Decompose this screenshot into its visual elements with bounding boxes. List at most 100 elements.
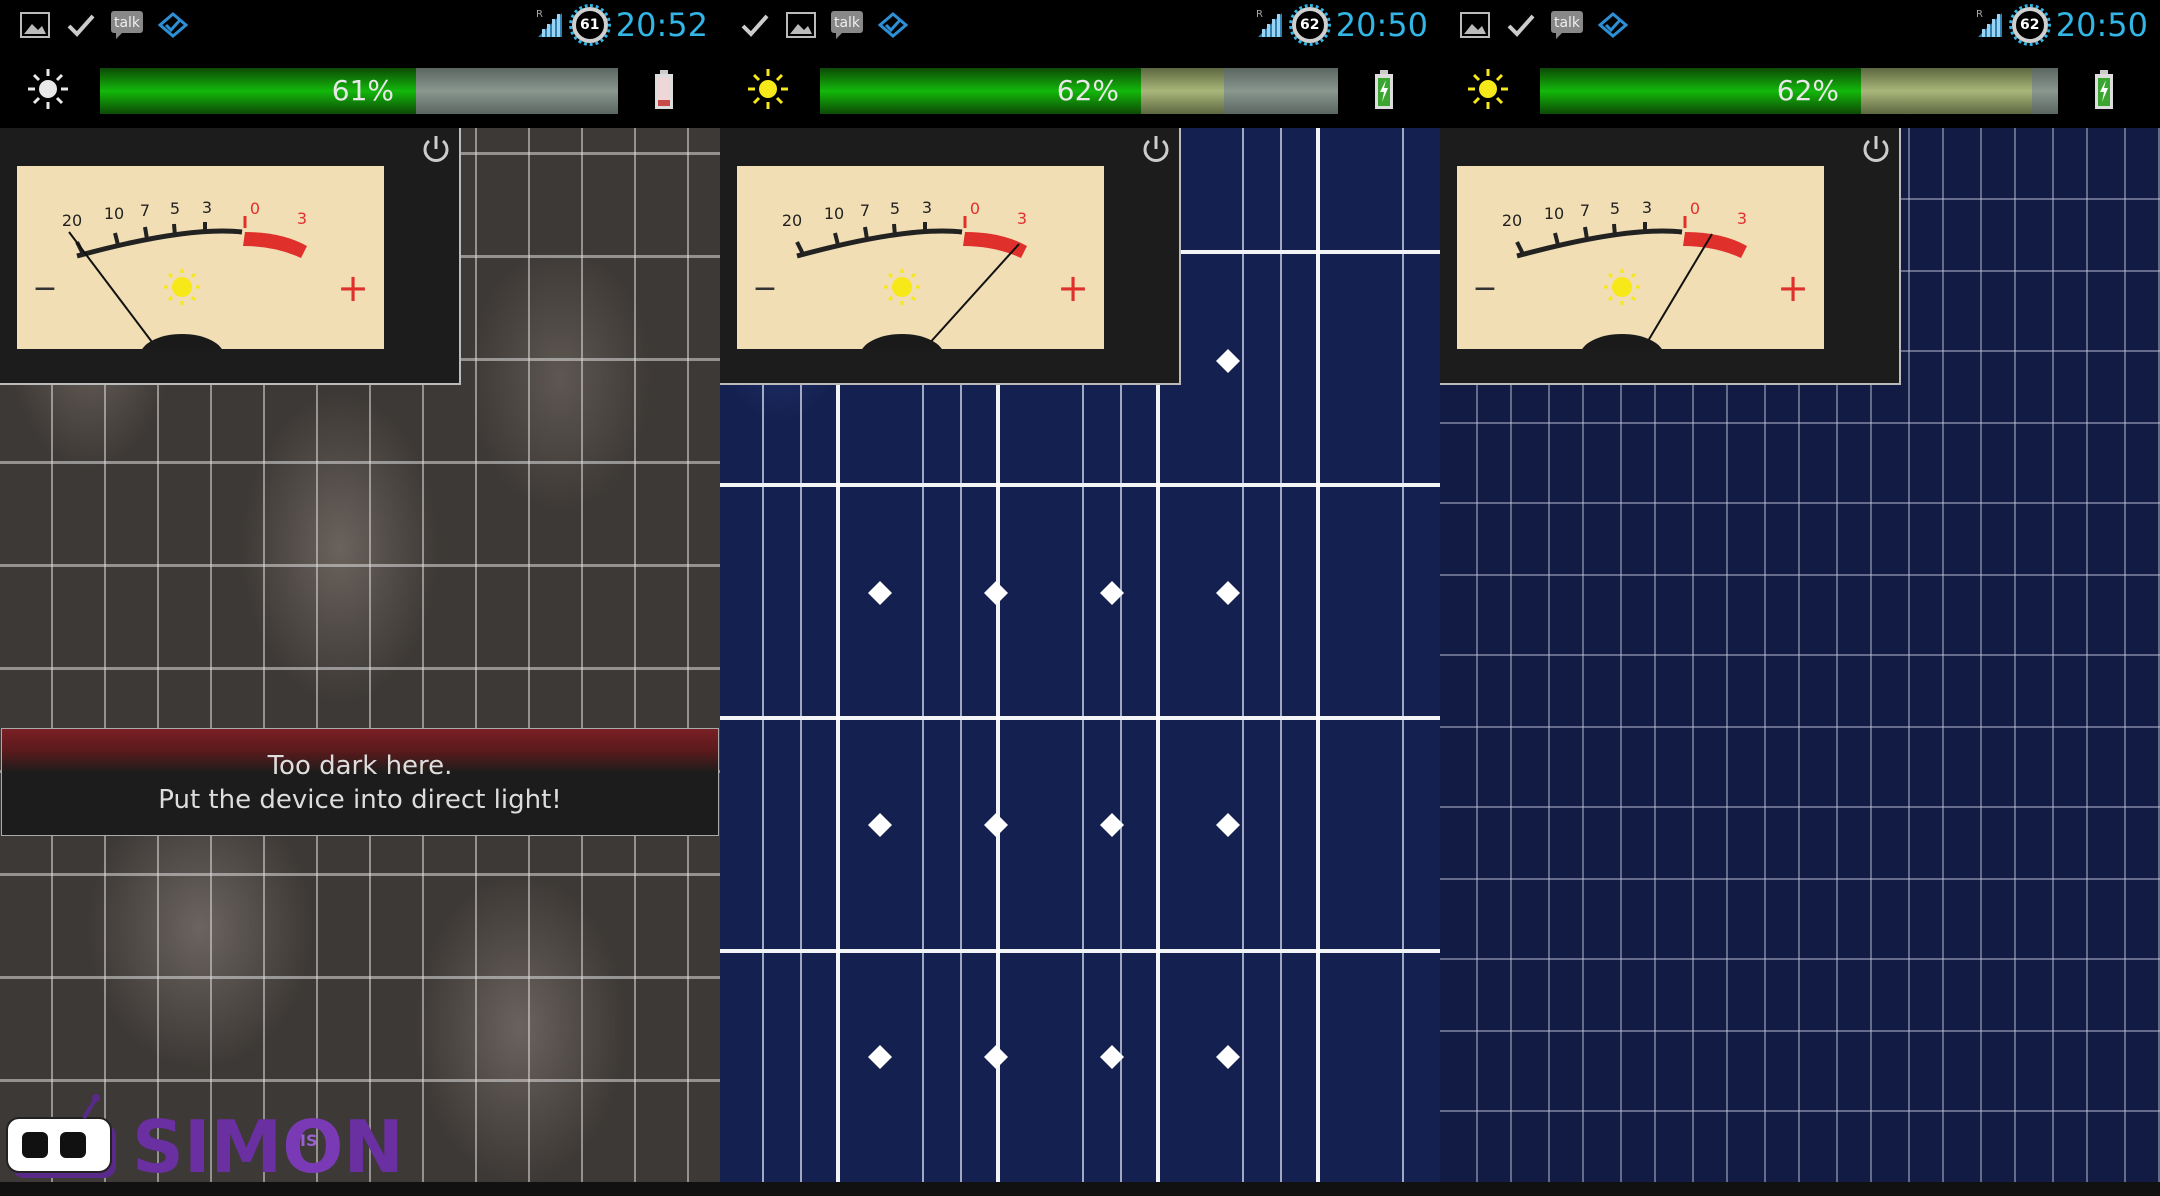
gauge-scale-5: 5 — [1610, 199, 1620, 218]
light-meter-percent: 62% — [1056, 74, 1119, 107]
foursquare-icon — [1596, 10, 1630, 40]
gauge-scale-20: 20 — [782, 211, 802, 230]
gauge-scale-5: 5 — [170, 199, 180, 218]
light-meter-percent: 62% — [1776, 74, 1839, 107]
gauge-needle — [926, 243, 1020, 347]
check-icon — [64, 10, 98, 40]
roaming-letter: R — [536, 9, 543, 20]
talk-label: talk — [834, 15, 861, 31]
gauge-minus: − — [1472, 271, 1497, 306]
gauge-plus: + — [337, 266, 369, 310]
power-icon[interactable] — [419, 132, 453, 166]
gauge-scale-red-0: 0 — [1690, 199, 1700, 218]
battery-level-text: 62 — [2020, 17, 2040, 33]
light-meter-track: 62% — [820, 68, 1338, 114]
gauge-scale-red-3: 3 — [297, 209, 307, 228]
battery-level-text: 62 — [1300, 17, 1320, 33]
gauge-scale-3: 3 — [202, 198, 212, 217]
status-bar: talk R 61 20:52 — [0, 0, 720, 50]
clock: 20:52 — [615, 6, 708, 44]
check-icon — [1504, 10, 1538, 40]
talk-icon: talk — [110, 10, 144, 40]
gauge-scale-20: 20 — [1502, 211, 1522, 230]
battery-icon — [655, 70, 673, 109]
battery-charging-icon — [2095, 70, 2113, 109]
talk-label: talk — [114, 15, 141, 31]
light-meter-fill — [100, 68, 416, 114]
signal-icon: R — [536, 7, 564, 43]
sun-icon — [28, 69, 68, 109]
svg-text:SIMON: SIMON — [132, 1105, 404, 1182]
talk-label: talk — [1554, 15, 1581, 31]
light-level-bar: 62% — [720, 50, 1440, 128]
gauge-scale-10: 10 — [1544, 204, 1564, 223]
gauge-scale-7: 7 — [860, 201, 870, 220]
battery-level-ring: 62 — [2008, 4, 2051, 46]
light-level-bar: 62% — [1440, 50, 2160, 128]
gauge-needle — [1644, 233, 1713, 347]
status-bar: talk R 62 20:50 — [1440, 0, 2160, 50]
vu-gauge-face: 20 10 7 5 3 0 3 − + — [737, 166, 1104, 349]
signal-icon: R — [1976, 7, 2004, 43]
screen-panel-1: talk R 61 20:52 61% — [0, 0, 720, 1182]
gauge-sun-icon — [164, 269, 200, 305]
signal-icon: R — [1256, 7, 1284, 43]
gauge-scale-7: 7 — [1580, 201, 1590, 220]
simon-watermark-logo: SIMON IS — [6, 1094, 404, 1182]
gauge-scale-red-0: 0 — [250, 199, 260, 218]
bottom-strip — [0, 1182, 2160, 1196]
light-meter-fill — [820, 68, 1141, 114]
sun-icon — [748, 69, 788, 109]
svg-text:IS: IS — [300, 1131, 317, 1150]
gauge-pivot — [1582, 334, 1662, 349]
gauge-sun-icon — [1604, 269, 1640, 305]
gauge-minus: − — [32, 271, 57, 306]
gauge-plus: + — [1057, 266, 1089, 310]
gauge-scale-10: 10 — [104, 204, 124, 223]
gallery-icon — [784, 10, 818, 40]
vu-gauge-face: 20 10 7 5 3 0 3 − + — [17, 166, 384, 349]
battery-level-ring: 61 — [568, 4, 611, 46]
gauge-sun-icon — [884, 269, 920, 305]
light-meter-track: 61% — [100, 68, 618, 114]
gauge-scale-7: 7 — [140, 201, 150, 220]
roaming-letter: R — [1976, 9, 1983, 20]
check-icon — [738, 10, 772, 40]
talk-icon: talk — [1550, 10, 1584, 40]
light-meter-fill — [1540, 68, 1861, 114]
battery-charging-icon — [1375, 70, 1393, 109]
power-icon[interactable] — [1859, 132, 1893, 166]
foursquare-icon — [876, 10, 910, 40]
gauge-needle — [68, 231, 156, 347]
robot-logo-icon — [6, 1094, 116, 1178]
clock: 20:50 — [2055, 6, 2148, 44]
battery-level-text: 61 — [580, 17, 600, 33]
gauge-scale-3: 3 — [1642, 198, 1652, 217]
roaming-letter: R — [1256, 9, 1263, 20]
light-meter-track: 62% — [1540, 68, 2058, 114]
foursquare-icon — [156, 10, 190, 40]
gallery-icon — [1458, 10, 1492, 40]
gauge-scale-red-3: 3 — [1017, 209, 1027, 228]
sun-icon — [1468, 69, 1508, 109]
toast-line-2: Put the device into direct light! — [158, 785, 562, 815]
vu-gauge-face: 20 10 7 5 3 0 3 − + — [1457, 166, 1824, 349]
screen-panel-2: talk R 62 20:50 62% — [720, 0, 1440, 1182]
screen-panel-3: talk R 62 20:50 62% — [1440, 0, 2160, 1182]
gauge-scale-3: 3 — [922, 198, 932, 217]
talk-icon: talk — [830, 10, 864, 40]
gallery-icon — [18, 10, 52, 40]
light-meter-percent: 61% — [331, 74, 394, 107]
panel-diamond-markers — [868, 349, 1240, 1069]
gauge-scale-10: 10 — [824, 204, 844, 223]
clock: 20:50 — [1335, 6, 1428, 44]
toast-line-1: Too dark here. — [267, 751, 453, 781]
too-dark-toast: Too dark here. Put the device into direc… — [1, 728, 719, 836]
power-icon[interactable] — [1139, 132, 1173, 166]
gauge-pivot — [862, 334, 942, 349]
light-level-bar: 61% — [0, 50, 720, 128]
gauge-plus: + — [1777, 266, 1809, 310]
gauge-minus: − — [752, 271, 777, 306]
gauge-scale-red-3: 3 — [1737, 209, 1747, 228]
status-bar: talk R 62 20:50 — [720, 0, 1440, 50]
